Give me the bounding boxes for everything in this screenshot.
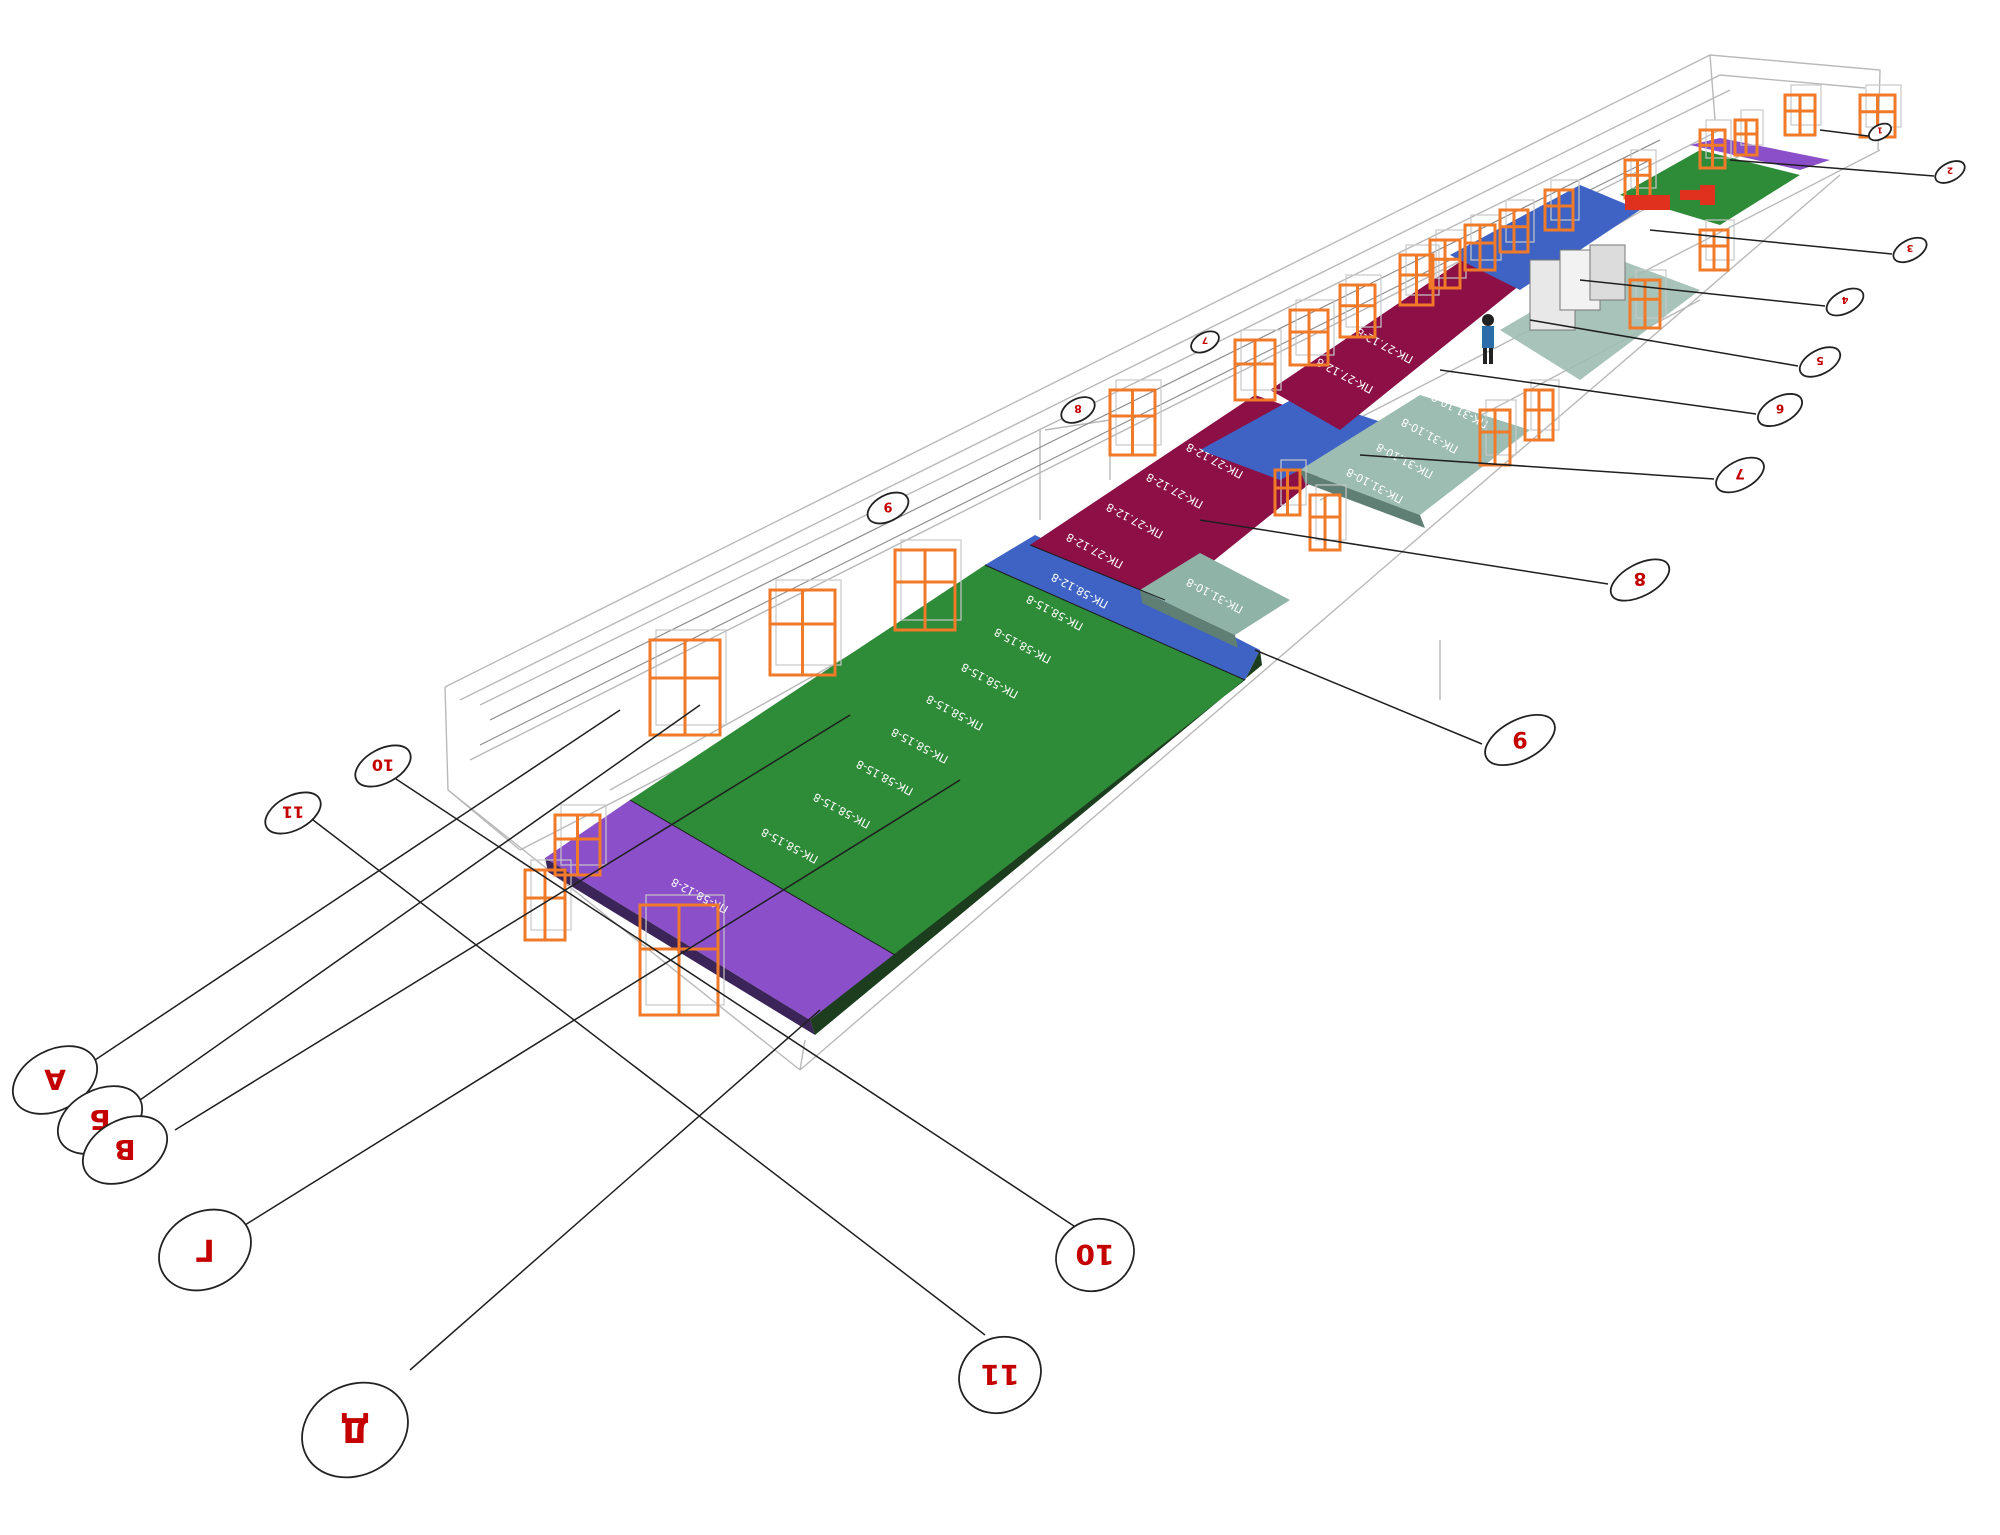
window-3 (553, 804, 607, 877)
svg-text:10: 10 (372, 756, 394, 775)
svg-text:Д: Д (340, 1410, 370, 1450)
slab-green (630, 565, 1245, 955)
svg-text:11: 11 (981, 1358, 1020, 1391)
window-10 (1338, 274, 1382, 339)
axis-bubble-10-near: 10 (354, 744, 412, 788)
axis-bubble-11-near: 11 (264, 791, 322, 835)
window-11 (1398, 244, 1440, 307)
axis-bubble-side-9: 9 (1484, 713, 1556, 767)
window-18 (1733, 109, 1764, 157)
axis-bubble-side-7: 7 (1715, 456, 1765, 494)
svg-text:9: 9 (883, 499, 892, 514)
window-17 (1698, 119, 1732, 170)
svg-text:5: 5 (1816, 354, 1824, 367)
slab-grey (1140, 553, 1290, 635)
axis-bubble-top-7: 7 (1190, 330, 1220, 354)
axis-bubble-11-front: 11 (958, 1335, 1042, 1415)
svg-text:3: 3 (1906, 242, 1913, 253)
window-9 (1288, 299, 1335, 367)
window-4 (648, 629, 727, 737)
axis-bubble-top-8: 8 (1060, 396, 1096, 424)
interior-partitions (1482, 185, 1715, 364)
svg-text:10: 10 (1076, 1238, 1115, 1271)
slab-blue (985, 535, 1260, 680)
slab-blue-3 (1450, 185, 1640, 290)
window-15 (1543, 179, 1580, 232)
svg-text:8: 8 (1074, 402, 1082, 415)
axis-leader-lines (94, 129, 1935, 1371)
svg-text:8: 8 (1634, 568, 1647, 589)
window-12 (1428, 229, 1467, 290)
svg-text:1: 1 (1877, 126, 1883, 135)
window-14 (1498, 199, 1535, 254)
window-22 (1273, 459, 1307, 517)
slab-violet (545, 800, 895, 1020)
window-8 (1233, 329, 1282, 402)
window-23 (1478, 399, 1517, 467)
window-19 (1783, 84, 1822, 137)
svg-text:А: А (44, 1063, 66, 1096)
slab-grey-upper (1300, 395, 1530, 515)
window-5 (768, 579, 842, 677)
window-25 (1628, 269, 1667, 330)
window-7 (1108, 379, 1162, 457)
axis-bubble-side-1: 1 (1868, 122, 1892, 142)
axis-bubble-d: Д (301, 1381, 409, 1479)
window-6 (893, 539, 962, 632)
floor-slabs (545, 138, 1830, 1035)
svg-text:6: 6 (1776, 402, 1784, 416)
window-21 (1308, 484, 1347, 552)
axis-bubble-side-3: 3 (1892, 236, 1928, 264)
svg-text:Г: Г (195, 1232, 214, 1267)
axis-bubble-g: Г (158, 1208, 252, 1292)
window-16 (1623, 149, 1657, 200)
axis-bubble-side-6: 6 (1757, 393, 1803, 427)
axis-bubble-top-9: 9 (866, 491, 910, 525)
person-figure (1482, 314, 1494, 364)
svg-text:7: 7 (1735, 465, 1745, 481)
axis-bubble-side-2: 2 (1934, 160, 1966, 184)
slab-maroon-2 (1270, 255, 1520, 430)
axis-bubble-10-front: 10 (1055, 1217, 1135, 1293)
svg-text:7: 7 (1202, 335, 1208, 345)
svg-text:В: В (114, 1133, 135, 1166)
axis-bubble-a: А (11, 1045, 99, 1115)
axis-bubble-side-4: 4 (1825, 287, 1865, 317)
window-24 (1523, 379, 1560, 442)
axis-bubble-side-5: 5 (1798, 346, 1842, 378)
svg-text:4: 4 (1841, 294, 1848, 305)
svg-text:9: 9 (1512, 726, 1527, 751)
svg-text:11: 11 (282, 803, 304, 822)
slab-grey-upper-2 (1500, 260, 1700, 380)
axis-bubble-v: В (81, 1115, 169, 1185)
axis-bubble-side-8: 8 (1609, 558, 1671, 602)
svg-text:2: 2 (1947, 165, 1953, 175)
